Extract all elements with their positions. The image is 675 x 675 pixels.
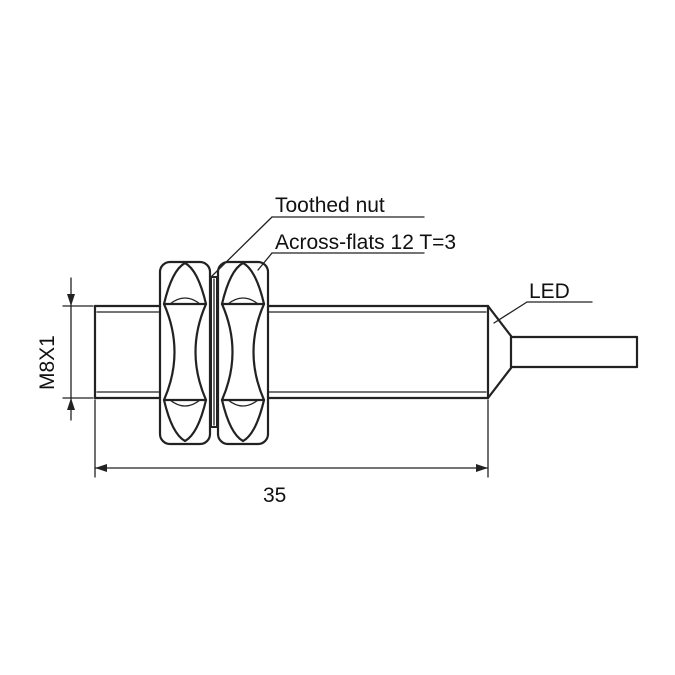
across-flats-label: Across-flats 12 T=3: [275, 231, 456, 254]
led-label: LED: [529, 280, 570, 303]
right-nut: [216, 260, 270, 446]
thread-dimension: [62, 277, 94, 421]
length-dimension: [94, 399, 489, 478]
left-nut: [158, 260, 212, 446]
length-label: 35: [263, 484, 286, 507]
cable: [509, 335, 639, 369]
led-taper: [486, 304, 513, 400]
thread-size-label: M8X1: [36, 335, 59, 390]
leader-lines: [211, 216, 593, 324]
toothed-washer: [210, 276, 218, 428]
toothed-nut-label: Toothed nut: [275, 194, 385, 217]
sensor-body: [93, 304, 490, 400]
